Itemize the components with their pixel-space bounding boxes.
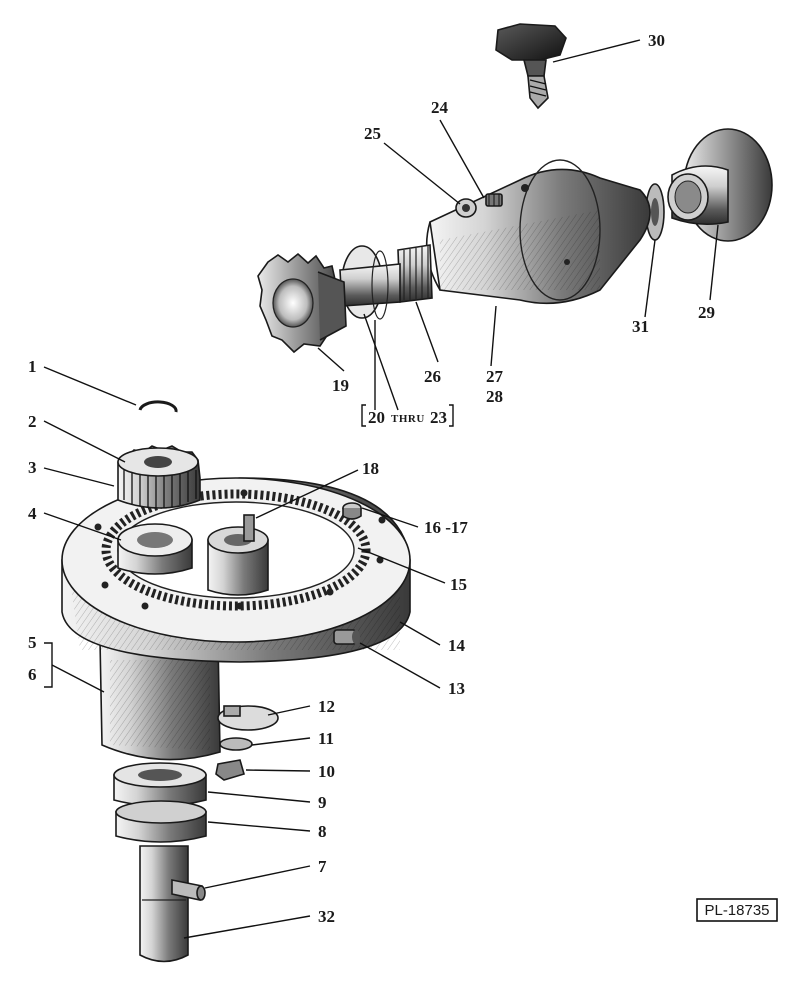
callout-19: 19 — [332, 376, 349, 395]
callout-31: 31 — [632, 317, 649, 336]
callout-32: 32 — [318, 907, 335, 926]
callout-15: 15 — [450, 575, 467, 594]
bevel-gear-part-19 — [257, 252, 347, 354]
callout-28: 28 — [486, 387, 503, 406]
nut-part-25 — [455, 198, 477, 218]
plate-id-label: PL-18735 — [704, 902, 769, 919]
end-cap-part-29 — [667, 128, 773, 242]
tab-washer-part-12 — [217, 705, 279, 731]
callout-4: 4 — [28, 504, 37, 523]
spacer-part-20-23 — [339, 245, 401, 320]
callout-26: 26 — [424, 367, 441, 386]
pin-part-7 — [171, 879, 206, 901]
splined-sleeve-part-26 — [397, 244, 433, 303]
range-to: 23 — [430, 408, 447, 427]
housing-part-27 — [425, 159, 651, 305]
callout-3: 3 — [28, 458, 37, 477]
range-word: THRU — [391, 413, 425, 425]
bearing-part-9 — [113, 762, 207, 807]
shaft-part-32 — [139, 845, 189, 963]
range-note-20-thru-23: 20 THRU 23 — [361, 404, 454, 427]
callout-14: 14 — [448, 636, 466, 655]
snap-ring-part-1 — [138, 400, 178, 413]
callout-13: 13 — [448, 679, 465, 698]
callout-11: 11 — [318, 729, 334, 748]
collar-part-8 — [115, 800, 207, 843]
nut-part-10 — [215, 759, 245, 781]
range-from: 20 — [368, 408, 385, 427]
callout-27: 27 — [486, 367, 504, 386]
spur-gear-part-3 — [117, 445, 201, 509]
set-screw-part-24 — [485, 193, 503, 207]
plate-id: PL-18735 — [696, 898, 778, 922]
bearing-part-4 — [117, 523, 193, 575]
callout-12: 12 — [318, 697, 335, 716]
callout-18: 18 — [362, 459, 379, 478]
callout-1: 1 — [28, 357, 37, 376]
callout-9: 9 — [318, 793, 327, 812]
callout-16-17: 16 -17 — [424, 518, 468, 537]
callout-2: 2 — [28, 412, 37, 431]
callout-29: 29 — [698, 303, 715, 322]
callout-8: 8 — [318, 822, 327, 841]
callout-10: 10 — [318, 762, 335, 781]
lockwasher-part-11 — [219, 737, 253, 751]
callout-6: 6 — [28, 665, 37, 684]
callout-30: 30 — [648, 31, 665, 50]
leader-lines — [43, 39, 719, 939]
screw-part-13 — [333, 629, 360, 645]
callout-7: 7 — [318, 857, 327, 876]
lower-housing-part-5 — [99, 639, 221, 761]
knob-part-30 — [495, 23, 567, 110]
callout-5: 5 — [28, 633, 37, 652]
plug-part-16 — [342, 502, 362, 520]
callout-labels: 30 24 25 31 29 26 27 28 19 20 THRU 23 1 … — [28, 31, 715, 926]
hub-part-18 — [207, 514, 269, 596]
callout-24: 24 — [431, 98, 449, 117]
callout-25: 25 — [364, 124, 381, 143]
